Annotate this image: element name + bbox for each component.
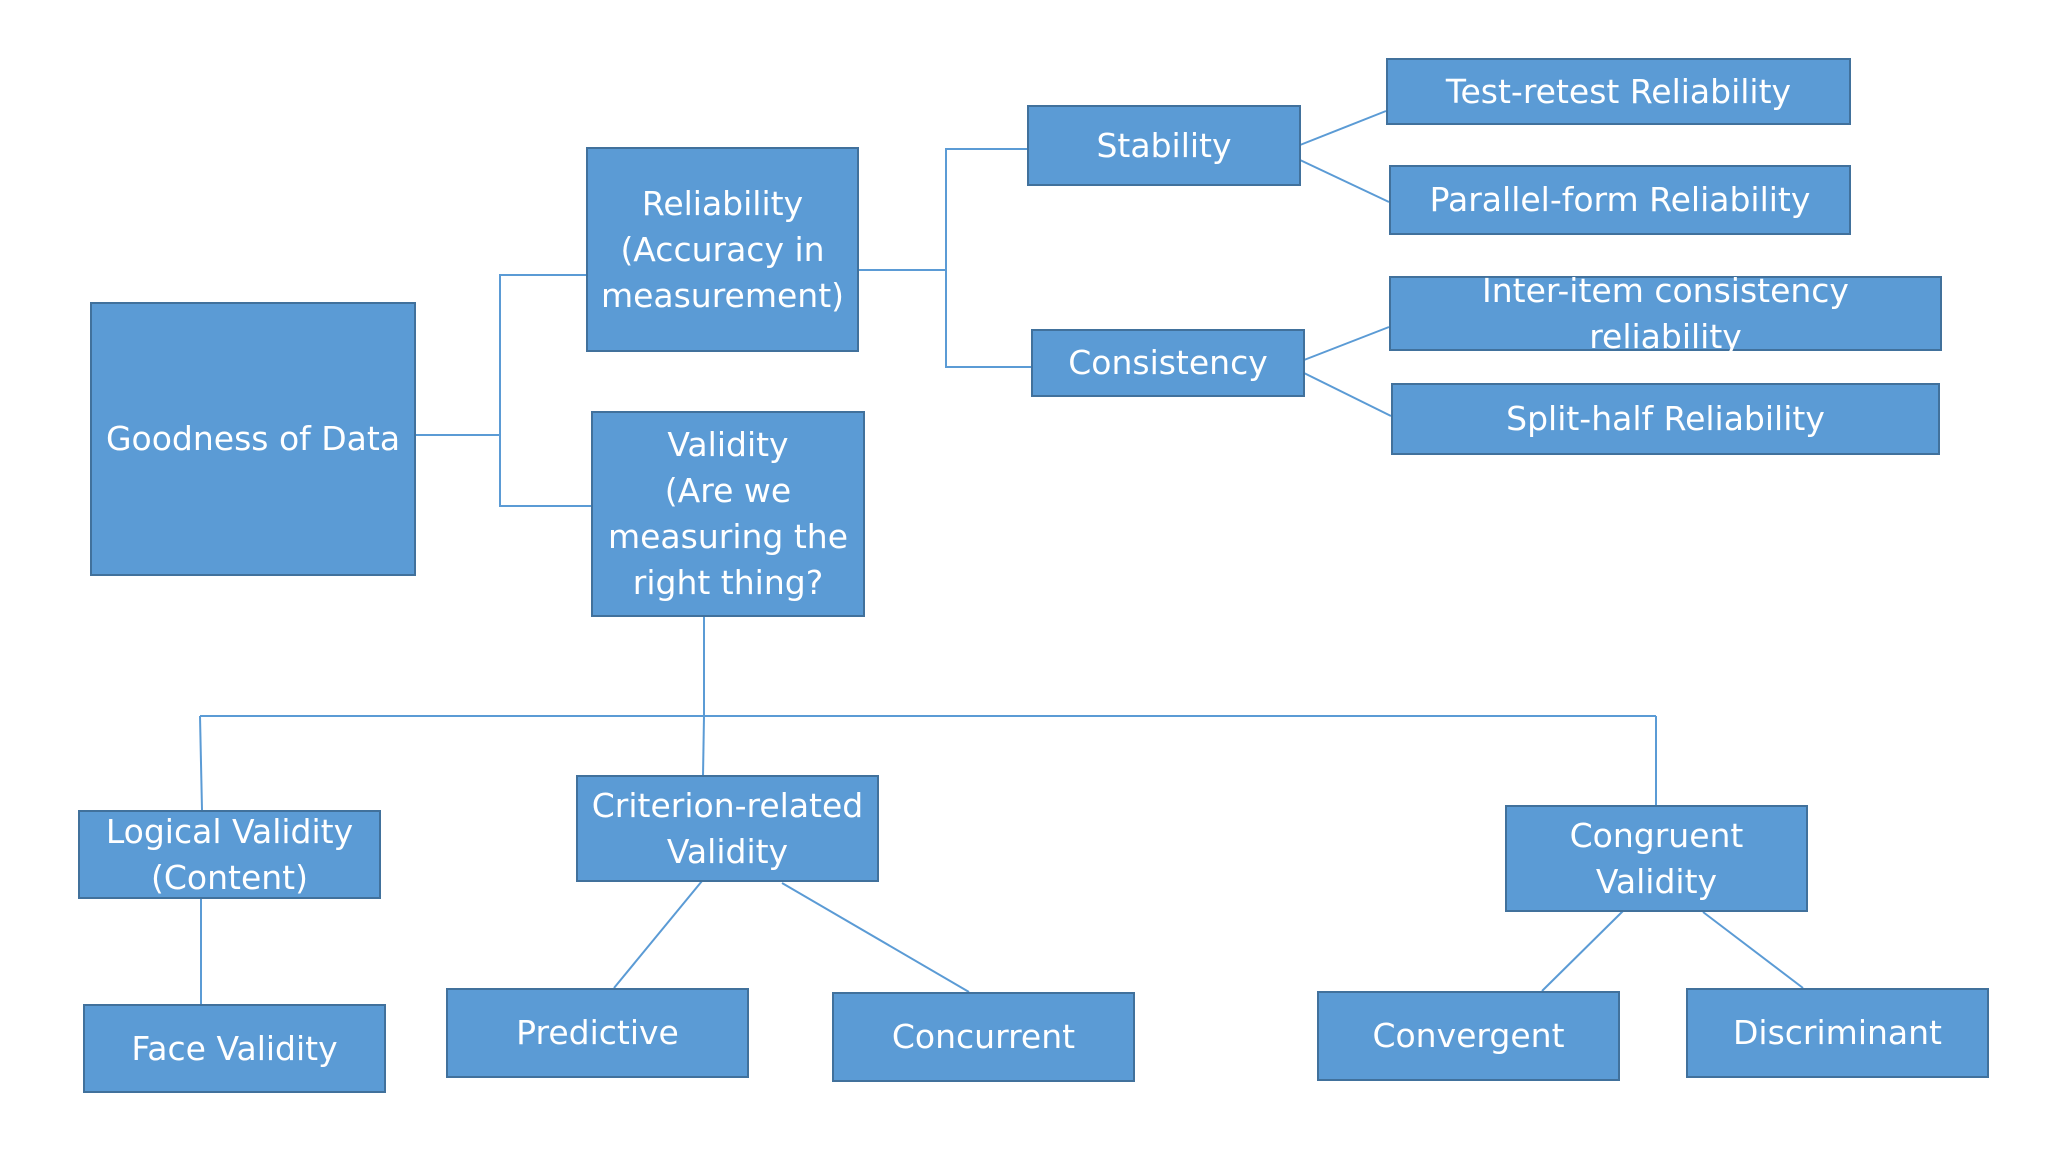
inter-item-consistency-reliability-box: Inter-item consistency reliability xyxy=(1389,271,1942,356)
test-retest-reliability-box: Test-retest Reliability xyxy=(1386,58,1851,125)
connector-goodness-validity xyxy=(499,435,591,507)
parallel-form-reliability-box: Parallel-form Reliability xyxy=(1389,165,1851,235)
connector-goodness-reliability xyxy=(416,274,586,436)
logical-validity-box: Logical Validity (Content) xyxy=(78,810,381,899)
connector-criterion-predictive xyxy=(613,880,703,989)
connector-stability-parallel-form xyxy=(1299,159,1390,203)
connector-stability-test-retest xyxy=(1299,110,1387,146)
validity-box: Validity (Are we measuring the right thi… xyxy=(591,411,865,617)
connector-bus-logical xyxy=(199,715,203,811)
connector-congruent-discriminant xyxy=(1702,911,1804,989)
connector-reliability-stability xyxy=(858,148,1027,271)
convergent-box: Convergent xyxy=(1317,991,1620,1081)
consistency-box: Consistency xyxy=(1031,329,1305,397)
reliability-box: Reliability (Accuracy in measurement) xyxy=(586,147,859,352)
concurrent-box: Concurrent xyxy=(832,992,1135,1082)
connector-congruent-convergent xyxy=(1541,909,1625,992)
connector-consistency-inter-item xyxy=(1303,326,1390,361)
congruent-validity-box: Congruent Validity xyxy=(1505,805,1808,912)
goodness-of-data-box: Goodness of Data xyxy=(90,302,416,576)
connector-criterion-concurrent xyxy=(781,882,970,993)
criterion-related-validity-box: Criterion-related Validity xyxy=(576,775,879,882)
split-half-reliability-box: Split-half Reliability xyxy=(1391,383,1940,455)
connector-reliability-consistency xyxy=(945,270,1031,368)
discriminant-box: Discriminant xyxy=(1686,988,1989,1078)
connector-consistency-split-half xyxy=(1303,372,1392,417)
face-validity-box: Face Validity xyxy=(83,1004,386,1093)
connector-bus-criterion xyxy=(702,715,705,777)
predictive-box: Predictive xyxy=(446,988,749,1078)
stability-box: Stability xyxy=(1027,105,1301,186)
